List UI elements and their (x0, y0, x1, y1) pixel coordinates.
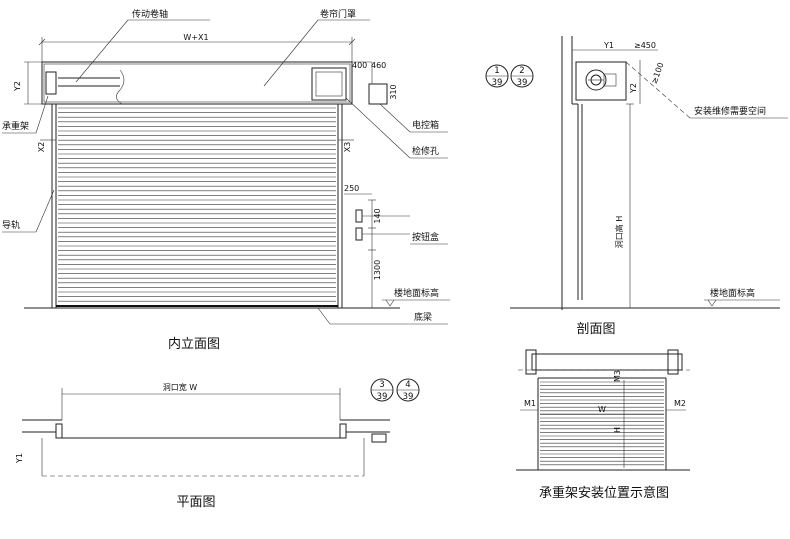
dim-250: 250 (344, 184, 359, 193)
dim-x3: X3 (343, 142, 352, 153)
dim-m1: M1 (524, 399, 536, 408)
plan-view: 洞口宽 W Y1 3 39 4 39 平面图 (15, 378, 420, 510)
label-bottom-beam: 底梁 (414, 311, 432, 323)
plan-title: 平面图 (176, 495, 215, 510)
label-guide-rail: 导轨 (2, 219, 20, 231)
svg-text:39: 39 (377, 392, 388, 402)
svg-text:3: 3 (379, 380, 384, 390)
dim-w-bearing: W (598, 405, 606, 414)
label-button-box: 按钮盒 (412, 231, 439, 243)
svg-text:39: 39 (517, 78, 528, 88)
section-title: 剖面图 (576, 322, 615, 337)
elevation-title: 内立面图 (168, 336, 220, 352)
svg-text:4: 4 (405, 380, 410, 390)
dim-450: ≥450 (634, 41, 656, 50)
label-control-box: 电控箱 (412, 119, 439, 131)
section-ref-1: 1 39 (485, 64, 509, 88)
dim-x2: X2 (37, 142, 46, 153)
label-bearing-frame: 承重架 (2, 120, 29, 132)
plan-ref-4: 4 39 (396, 378, 420, 402)
dim-m3: M3 (613, 370, 622, 382)
label-shutter-cover: 卷帘门罩 (320, 8, 356, 20)
svg-text:1: 1 (494, 66, 499, 76)
shutter-slats (58, 107, 336, 302)
dim-400: 400 (352, 61, 367, 70)
dim-100: ≥100 (650, 61, 666, 85)
dim-460: 460 (371, 61, 386, 70)
bearing-position-title: 承重架安装位置示意图 (539, 485, 669, 501)
dim-140: 140 (373, 208, 382, 223)
label-maintenance-space: 安装维修需要空间 (694, 105, 766, 117)
dim-opening-width: 洞口宽 W (163, 382, 198, 392)
elevation-view: W+X1 Y2 X2 X3 (2, 8, 450, 352)
label-floor-level-elevation: 楼地面标高 (394, 287, 439, 299)
dim-y2: Y2 (13, 81, 22, 92)
plan-ref-3: 3 39 (370, 378, 394, 402)
dim-width: W+X1 (183, 33, 208, 42)
label-access-hole: 检修孔 (412, 145, 439, 157)
dim-h-bearing: H (613, 427, 622, 433)
dim-310: 310 (389, 84, 398, 99)
label-drive-shaft: 传动卷轴 (132, 8, 168, 20)
svg-text:39: 39 (403, 392, 414, 402)
bearing-position-view: M1 M2 M3 W H 承重架安装位置示意图 (516, 349, 690, 501)
section-ref-2: 2 39 (510, 64, 534, 88)
dim-opening-height: 洞口高 H (614, 216, 624, 249)
svg-text:2: 2 (519, 66, 524, 76)
dim-y1-plan: Y1 (15, 453, 24, 464)
dim-1300: 1300 (373, 260, 382, 280)
dim-y1-section: Y1 (603, 41, 614, 50)
section-view: Y1 ≥450 ≥100 Y2 洞口高 H 安装维修需要空间 楼地面标高 1 3… (485, 36, 788, 337)
dim-m2: M2 (674, 399, 686, 408)
dim-y2-section: Y2 (629, 83, 638, 94)
bearing-slats (540, 381, 664, 466)
svg-text:39: 39 (492, 78, 503, 88)
label-floor-level-section: 楼地面标高 (710, 287, 755, 299)
